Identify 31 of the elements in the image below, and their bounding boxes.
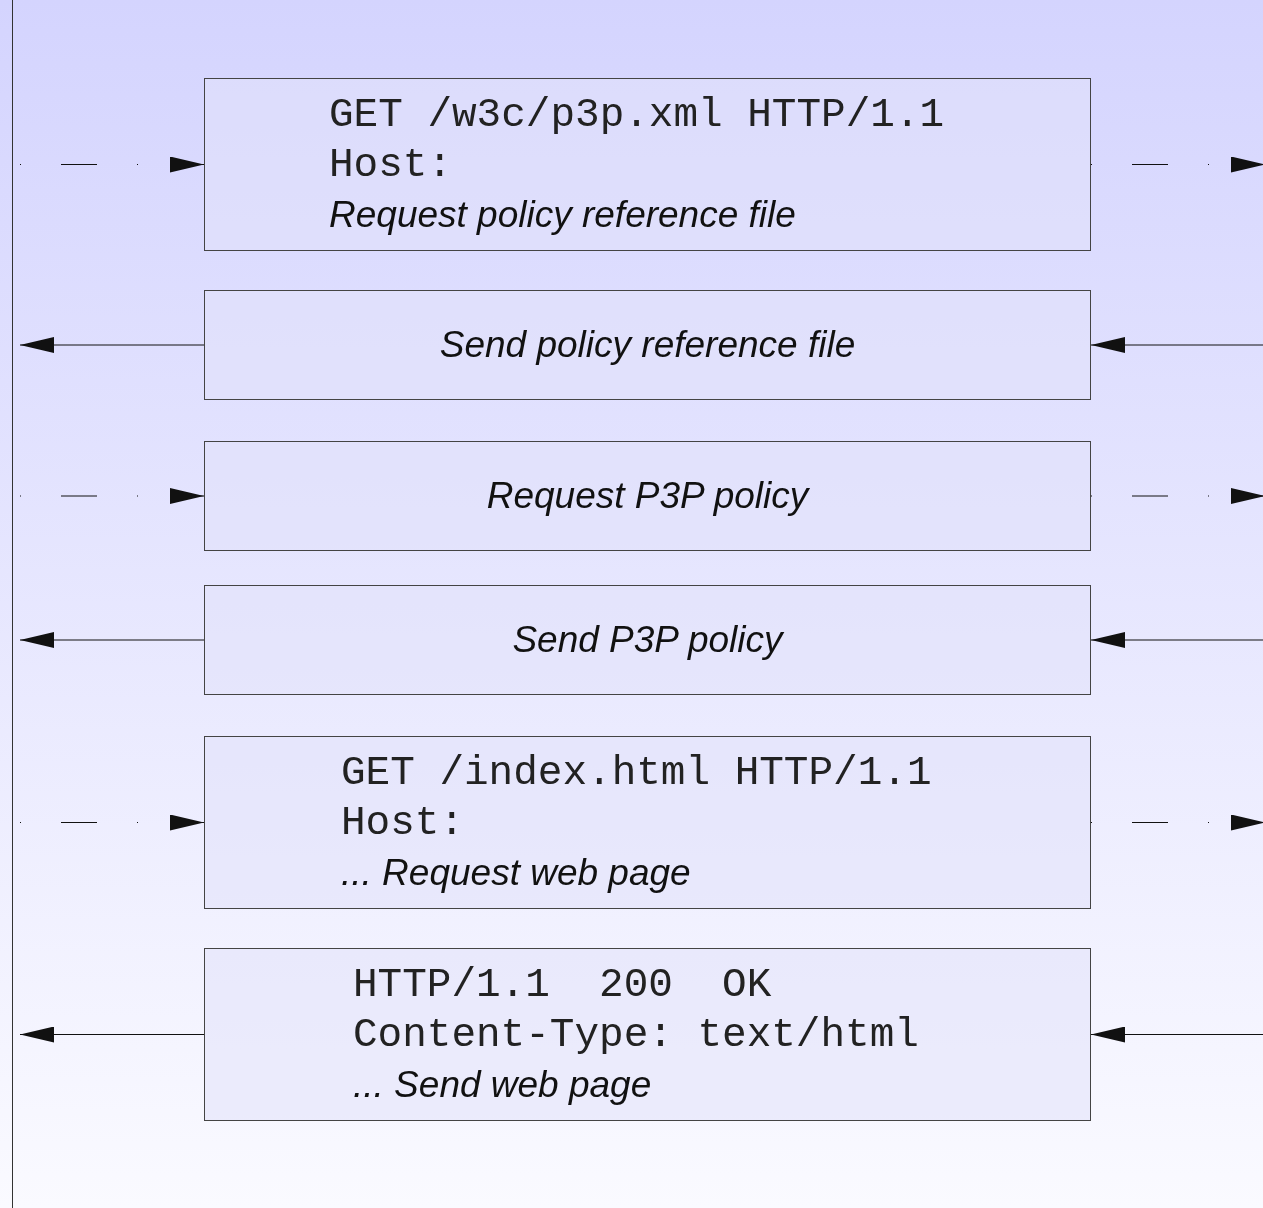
arrow (1090, 632, 1263, 648)
arrow (1090, 1026, 1263, 1043)
lifeline (12, 0, 13, 1208)
code-line: Host: (341, 798, 465, 848)
arrow (19, 488, 205, 504)
message-box (204, 290, 1091, 400)
arrow (19, 156, 205, 173)
arrow (1090, 337, 1263, 353)
message-text: Request policy reference file (329, 192, 796, 237)
arrow (19, 814, 205, 831)
message-box (204, 585, 1091, 695)
message-text: Request P3P policy (486, 474, 809, 518)
message-text: ... Send web page (353, 1062, 652, 1107)
code-line: GET /w3c/p3p.xml HTTP/1.1 (329, 90, 945, 140)
code-line: Content-Type: text/html (353, 1010, 919, 1060)
code-line: HTTP/1.1 200 OK (353, 960, 772, 1010)
message-text: ... Request web page (341, 850, 691, 895)
code-line: GET /index.html HTTP/1.1 (341, 748, 932, 798)
arrow (1090, 814, 1263, 831)
message-box (204, 736, 1091, 909)
arrow (1090, 488, 1263, 504)
message-box (204, 78, 1091, 251)
arrow (19, 632, 205, 648)
message-box (204, 948, 1091, 1121)
arrow (19, 1026, 205, 1043)
code-line: Host: (329, 140, 453, 190)
arrow (1090, 156, 1263, 173)
message-box (204, 441, 1091, 551)
message-text: Send policy reference file (439, 323, 856, 367)
arrow (19, 337, 205, 353)
message-text: Send P3P policy (512, 618, 783, 662)
